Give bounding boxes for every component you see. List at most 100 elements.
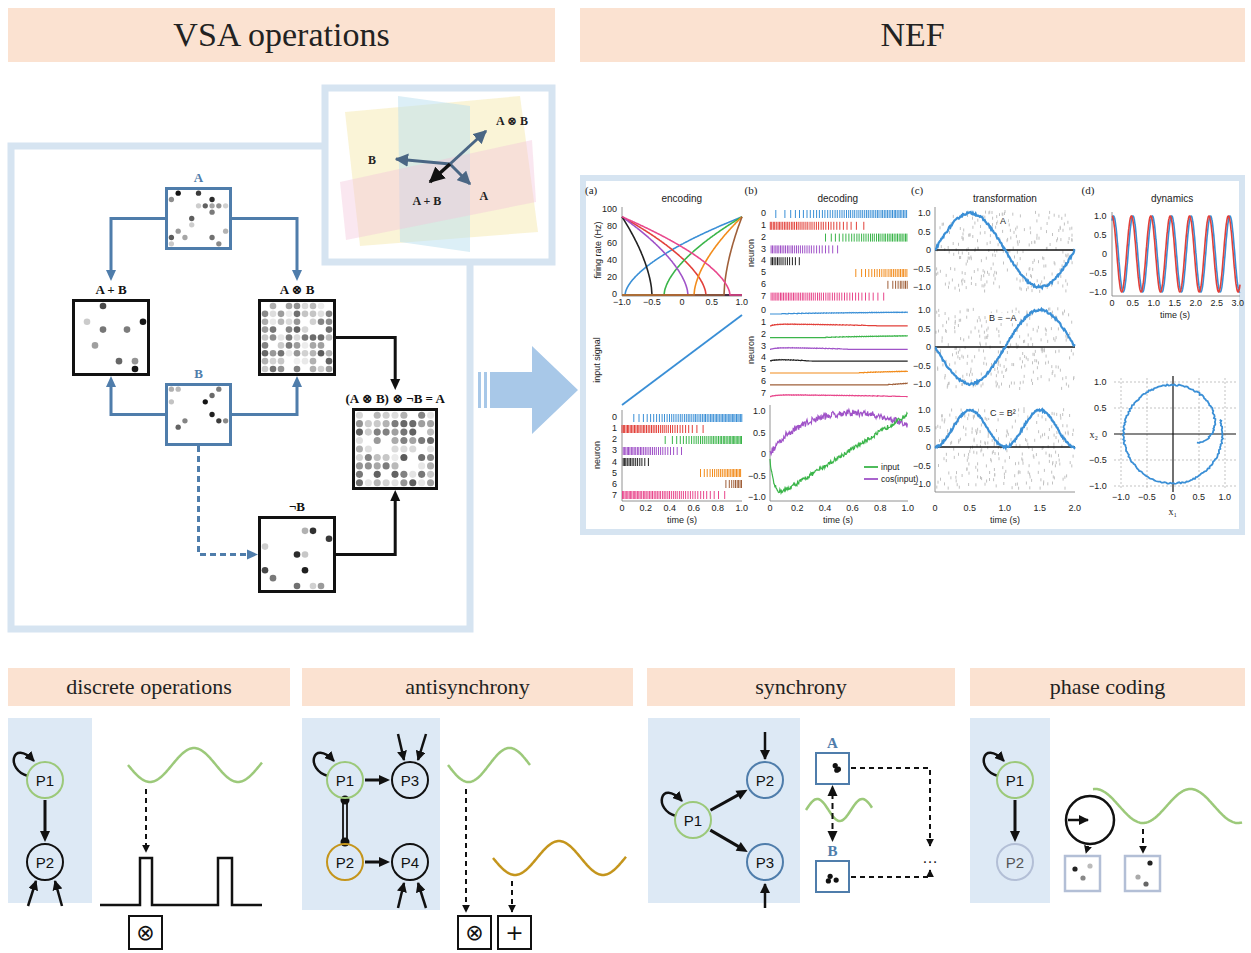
plot-stroke bbox=[427, 429, 434, 436]
plot-stroke bbox=[310, 366, 317, 373]
plot-stroke bbox=[365, 479, 372, 486]
plot-stroke bbox=[427, 437, 434, 444]
plot-stroke bbox=[294, 334, 301, 341]
plot-stroke bbox=[216, 203, 221, 208]
axis-label: −0.5 bbox=[1089, 455, 1107, 465]
panel-letter: (a) bbox=[585, 184, 597, 196]
drawing-part bbox=[418, 883, 426, 908]
plot-stroke bbox=[770, 348, 908, 350]
legend-row: cos(input) bbox=[862, 474, 920, 484]
plot-stroke bbox=[770, 336, 908, 338]
vector-box: (A ⊗ B) ⊗ ¬B = A bbox=[346, 390, 445, 490]
drawing-part bbox=[1068, 819, 1088, 822]
plot-stroke bbox=[356, 437, 363, 444]
section-band: synchrony bbox=[647, 668, 955, 706]
vector-square bbox=[258, 516, 336, 593]
plot-stroke bbox=[770, 405, 908, 501]
plot-stroke bbox=[888, 281, 907, 289]
plot-stroke bbox=[302, 303, 309, 310]
plot-stroke bbox=[302, 528, 309, 535]
axis-label: 0 bbox=[761, 208, 766, 218]
plot-stroke bbox=[169, 399, 174, 404]
plot-stroke bbox=[128, 748, 262, 782]
plot-stroke bbox=[294, 342, 301, 349]
plot-stroke bbox=[286, 350, 293, 357]
connector bbox=[40, 800, 50, 842]
axis-label: −1.0 bbox=[613, 297, 631, 307]
section-band: discrete operations bbox=[8, 668, 290, 706]
plot-stroke bbox=[427, 471, 434, 478]
vector-box: A ⊗ B bbox=[258, 281, 336, 376]
plot-stroke bbox=[209, 412, 214, 417]
vector-square bbox=[165, 383, 232, 446]
plot-stroke bbox=[116, 358, 123, 365]
section-band: NEF bbox=[580, 8, 1245, 62]
vector-box: B bbox=[815, 842, 850, 893]
drawing-part bbox=[478, 372, 481, 408]
plot-stroke bbox=[771, 293, 884, 301]
axis-label: 0.5 bbox=[918, 324, 931, 334]
connector bbox=[828, 785, 838, 842]
axis-label: 1.0 bbox=[1219, 492, 1232, 502]
axis-label: 4 bbox=[761, 352, 766, 362]
plot-stroke bbox=[310, 334, 317, 341]
axis-label: 0.4 bbox=[664, 503, 677, 513]
axis-label: 5 bbox=[761, 364, 766, 374]
axis-label: 1 bbox=[761, 317, 766, 327]
plot-stroke bbox=[310, 528, 317, 535]
drawing-part bbox=[984, 753, 1004, 776]
recurrent-loops bbox=[14, 753, 1004, 816]
axis-label: 0.2 bbox=[791, 503, 804, 513]
operation-box: + bbox=[497, 915, 532, 950]
legend-row: input bbox=[862, 462, 901, 472]
population-circle: P2 bbox=[326, 843, 364, 881]
plot-stroke bbox=[326, 350, 333, 357]
axis-label: −0.5 bbox=[913, 264, 931, 274]
plot-stroke bbox=[826, 234, 907, 242]
plot-stroke bbox=[770, 371, 908, 373]
nef-panel bbox=[583, 178, 1242, 532]
axis-label: 0 bbox=[1171, 492, 1176, 502]
axis-label: 0.6 bbox=[846, 503, 859, 513]
plot-stroke bbox=[278, 311, 285, 318]
plot-stroke bbox=[448, 748, 530, 782]
axis-label: 6 bbox=[761, 376, 766, 386]
plot-stroke bbox=[427, 454, 434, 461]
node-text: P1 bbox=[336, 772, 354, 789]
plot-stroke bbox=[365, 454, 372, 461]
drawing-part bbox=[490, 346, 578, 434]
plot-stroke bbox=[776, 210, 907, 218]
axis-label: 2 bbox=[761, 232, 766, 242]
plot-stroke bbox=[622, 217, 742, 295]
drawing-part bbox=[398, 734, 404, 760]
axis-label: 2 bbox=[612, 434, 617, 444]
connector bbox=[365, 775, 390, 785]
plot-stroke bbox=[392, 454, 399, 461]
plot-stroke bbox=[409, 437, 416, 444]
axis-label: 1.0 bbox=[918, 208, 931, 218]
connector-line bbox=[199, 446, 251, 555]
plot-stroke bbox=[216, 387, 221, 392]
plot-stroke bbox=[310, 303, 317, 310]
plot-stroke bbox=[216, 418, 221, 423]
plot-stroke bbox=[356, 471, 363, 478]
node-text: P1 bbox=[1006, 772, 1024, 789]
plot-stroke bbox=[223, 418, 228, 423]
plot-stroke bbox=[834, 768, 839, 773]
ellipsis: … bbox=[922, 849, 938, 867]
arrowhead bbox=[828, 831, 838, 842]
plot-stroke bbox=[294, 358, 301, 365]
plot-stroke bbox=[726, 480, 742, 488]
vector-pattern bbox=[355, 411, 435, 487]
axis-label: input signal bbox=[592, 337, 602, 383]
drawing-part bbox=[450, 131, 486, 164]
vector-square bbox=[165, 187, 232, 250]
plot-stroke bbox=[286, 311, 293, 318]
plot-stroke bbox=[383, 420, 390, 427]
axis-label: 0.5 bbox=[964, 503, 977, 513]
drawing-part bbox=[398, 883, 404, 908]
plot-stroke bbox=[326, 311, 333, 318]
drawing-part bbox=[14, 753, 34, 776]
connector-line bbox=[365, 861, 382, 864]
